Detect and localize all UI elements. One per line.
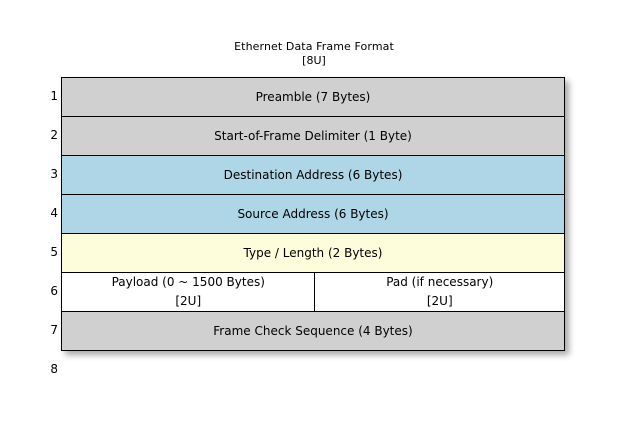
frame-field-frame-check-sequence: Frame Check Sequence (4 Bytes)	[61, 311, 565, 351]
frame-field-payload-label: Payload (0 ~ 1500 Bytes)	[111, 275, 265, 289]
row-number-1: 1	[50, 89, 58, 103]
row-number-5: 5	[50, 245, 58, 259]
frame-field-pad: Pad (if necessary) [2U]	[314, 272, 565, 312]
page-title: Ethernet Data Frame Format	[234, 40, 394, 53]
frame-field-pad-note: [2U]	[426, 294, 453, 308]
row-number-3: 3	[50, 167, 58, 181]
frame-field-type-length: Type / Length (2 Bytes)	[61, 233, 565, 273]
frame-field-start-of-frame-delimiter: Start-of-Frame Delimiter (1 Byte)	[61, 116, 565, 156]
page-subtitle: [8U]	[302, 54, 326, 67]
frame-field-pad-label: Pad (if necessary)	[386, 275, 494, 289]
table-row: Source Address (6 Bytes)	[61, 194, 565, 234]
row-number-7: 7	[50, 323, 58, 337]
table-row: Start-of-Frame Delimiter (1 Byte)	[61, 116, 565, 156]
table-row: Destination Address (6 Bytes)	[61, 155, 565, 195]
row-number-8: 8	[50, 362, 58, 376]
diagram-title-block: Ethernet Data Frame Format [8U]	[0, 40, 628, 68]
table-row: Preamble (7 Bytes)	[61, 77, 565, 117]
ethernet-frame-table: Preamble (7 Bytes) Start-of-Frame Delimi…	[60, 77, 565, 351]
row-number-6: 6	[50, 284, 58, 298]
table-row: Frame Check Sequence (4 Bytes)	[61, 311, 565, 351]
table-row: Payload (0 ~ 1500 Bytes) [2U] Pad (if ne…	[60, 272, 565, 312]
frame-field-source-address: Source Address (6 Bytes)	[61, 194, 565, 234]
frame-field-payload-note: [2U]	[175, 294, 202, 308]
row-number-gutter: 1 2 3 4 5 6 7 8	[36, 77, 58, 389]
row-number-4: 4	[50, 206, 58, 220]
frame-field-preamble: Preamble (7 Bytes)	[61, 77, 565, 117]
frame-field-destination-address: Destination Address (6 Bytes)	[61, 155, 565, 195]
row-number-2: 2	[50, 128, 58, 142]
table-row: Type / Length (2 Bytes)	[61, 233, 565, 273]
frame-field-payload: Payload (0 ~ 1500 Bytes) [2U]	[60, 272, 316, 312]
